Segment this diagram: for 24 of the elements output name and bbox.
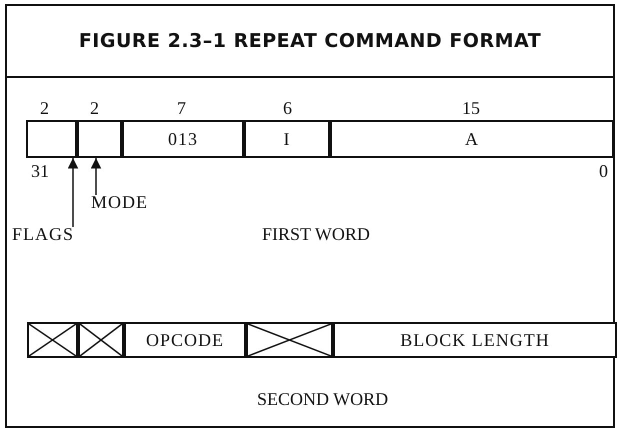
figure-title: FIGURE 2.3–1 REPEAT COMMAND FORMAT (7, 6, 613, 78)
bit-field: I (244, 120, 330, 158)
bit-field: 013 (122, 120, 244, 158)
unused-bit-field (27, 322, 78, 358)
leader-arrow (68, 158, 78, 227)
bit-field (26, 120, 77, 158)
bit-number: 15 (462, 98, 480, 119)
bit-field: BLOCK LENGTH (333, 322, 617, 358)
bit-number: 31 (31, 161, 49, 182)
bit-number: 7 (177, 98, 186, 119)
unused-bit-field (78, 322, 124, 358)
field-name: FLAGS (12, 224, 74, 245)
leader-arrow (90, 158, 102, 195)
bit-number: 6 (283, 98, 292, 119)
bit-field: A (330, 120, 614, 158)
word-caption: SECOND WORD (257, 389, 388, 410)
bit-field: OPCODE (124, 322, 246, 358)
bit-number: 2 (40, 98, 49, 119)
bit-number: 2 (90, 98, 99, 119)
word-caption: FIRST WORD (262, 224, 370, 245)
bit-field (77, 120, 122, 158)
unused-bit-field (246, 322, 333, 358)
field-name: MODE (91, 192, 148, 213)
bit-number: 0 (599, 161, 608, 182)
